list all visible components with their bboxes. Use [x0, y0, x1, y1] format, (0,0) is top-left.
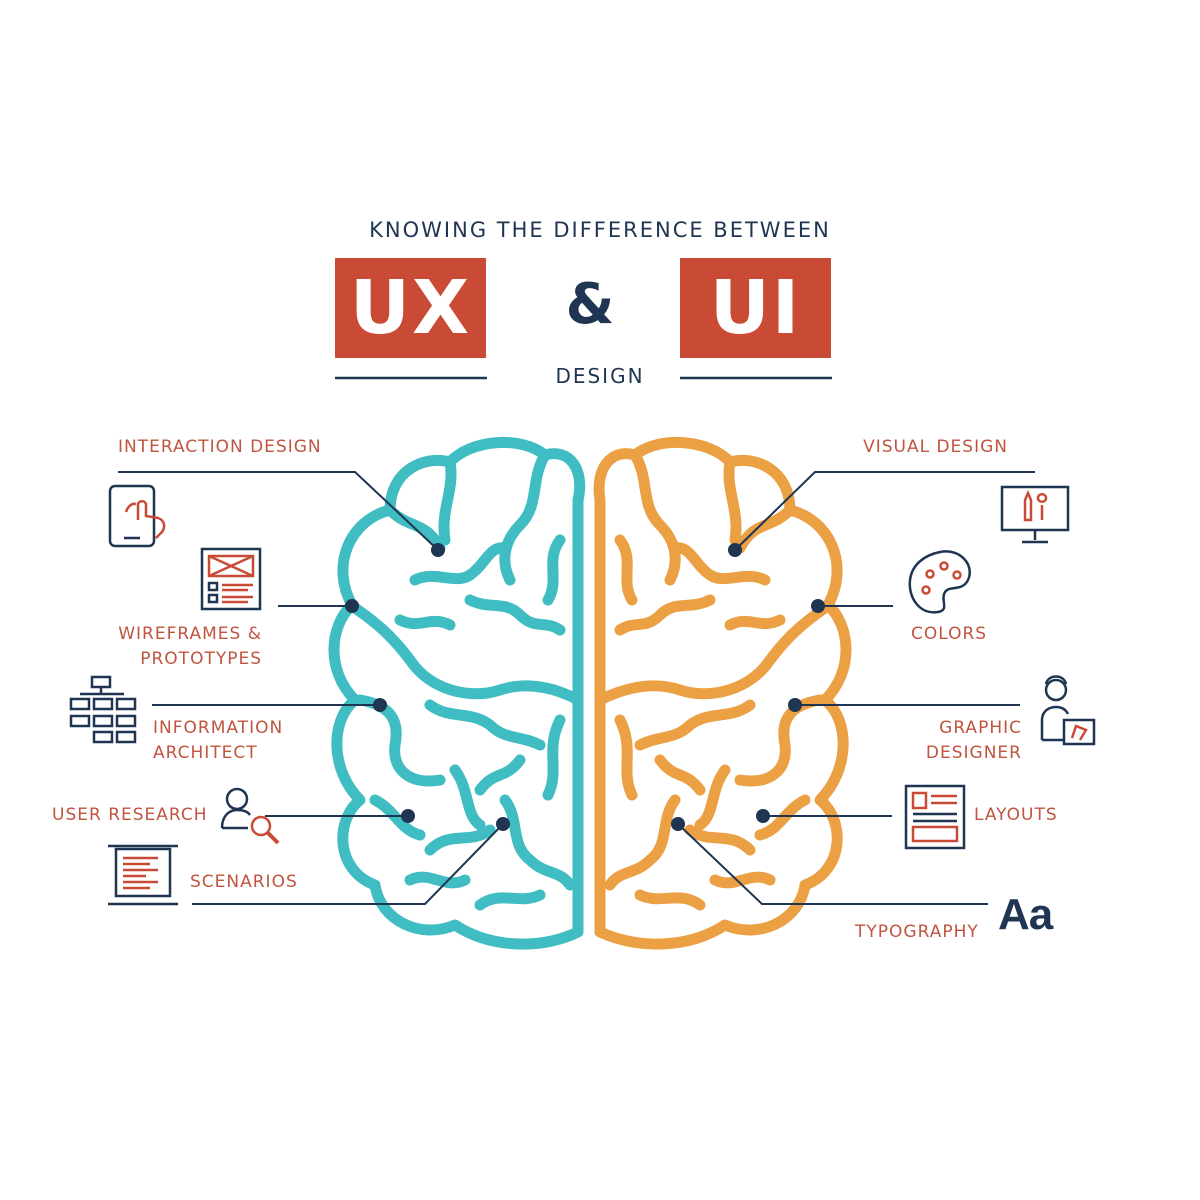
wireframe-page-icon	[200, 547, 262, 611]
dot-layouts	[756, 809, 770, 823]
dot-visual-design	[728, 543, 742, 557]
label-interaction-design: INTERACTION DESIGN	[118, 437, 322, 457]
label-wireframes-line1: WIREFRAMES &	[118, 624, 262, 644]
dot-interaction-design	[431, 543, 445, 557]
palette-icon	[908, 550, 971, 614]
label-colors: COLORS	[911, 624, 988, 644]
label-information-architect: INFORMATION ARCHITECT	[153, 716, 283, 766]
connector-visual-design	[734, 471, 1035, 551]
ux-brain-hemisphere	[328, 436, 586, 950]
ux-title-box: UX	[335, 258, 486, 358]
ui-connector-dots	[671, 543, 825, 831]
label-wireframes-line2: PROTOTYPES	[140, 649, 262, 669]
headline: KNOWING THE DIFFERENCE BETWEEN	[369, 218, 831, 242]
monitor-tools-icon	[1000, 485, 1070, 544]
ui-brain-hemisphere	[593, 436, 852, 950]
ampersand: &	[565, 272, 615, 337]
user-search-icon	[220, 787, 280, 845]
label-graphic-line2: DESIGNER	[925, 743, 1022, 763]
label-user-research: USER RESEARCH	[52, 805, 208, 825]
typography-aa-glyph: Aa	[998, 890, 1053, 939]
label-info-line1: INFORMATION	[153, 718, 284, 738]
tablet-touch-icon	[108, 484, 166, 548]
label-visual-design: VISUAL DESIGN	[863, 437, 1008, 457]
connector-typography	[677, 823, 988, 905]
dot-user-research	[401, 809, 415, 823]
label-scenarios: SCENARIOS	[190, 872, 298, 892]
label-typography: TYPOGRAPHY	[855, 922, 979, 942]
sitemap-icon	[69, 675, 137, 744]
label-graphic-line1: GRAPHIC	[939, 718, 1022, 738]
layout-icon	[904, 784, 966, 850]
designer-icon	[1040, 675, 1096, 746]
dot-scenarios	[496, 817, 510, 831]
connector-interaction-design	[118, 471, 439, 551]
design-subtitle: DESIGN	[555, 364, 645, 388]
dot-colors	[811, 599, 825, 613]
dot-typography	[671, 817, 685, 831]
ui-title-box: UI	[680, 258, 831, 358]
label-wireframes: WIREFRAMES & PROTOTYPES	[100, 622, 262, 672]
dot-information-architect	[373, 698, 387, 712]
label-layouts: LAYOUTS	[974, 805, 1058, 825]
label-graphic-designer: GRAPHIC DESIGNER	[880, 716, 1022, 766]
ux-connector-dots	[345, 543, 510, 831]
scroll-document-icon	[108, 844, 178, 906]
ui-connectors	[677, 471, 1035, 905]
ux-connectors	[118, 471, 504, 905]
dot-graphic-designer	[788, 698, 802, 712]
label-info-line2: ARCHITECT	[153, 743, 258, 763]
dot-wireframes	[345, 599, 359, 613]
connector-scenarios	[192, 823, 504, 905]
